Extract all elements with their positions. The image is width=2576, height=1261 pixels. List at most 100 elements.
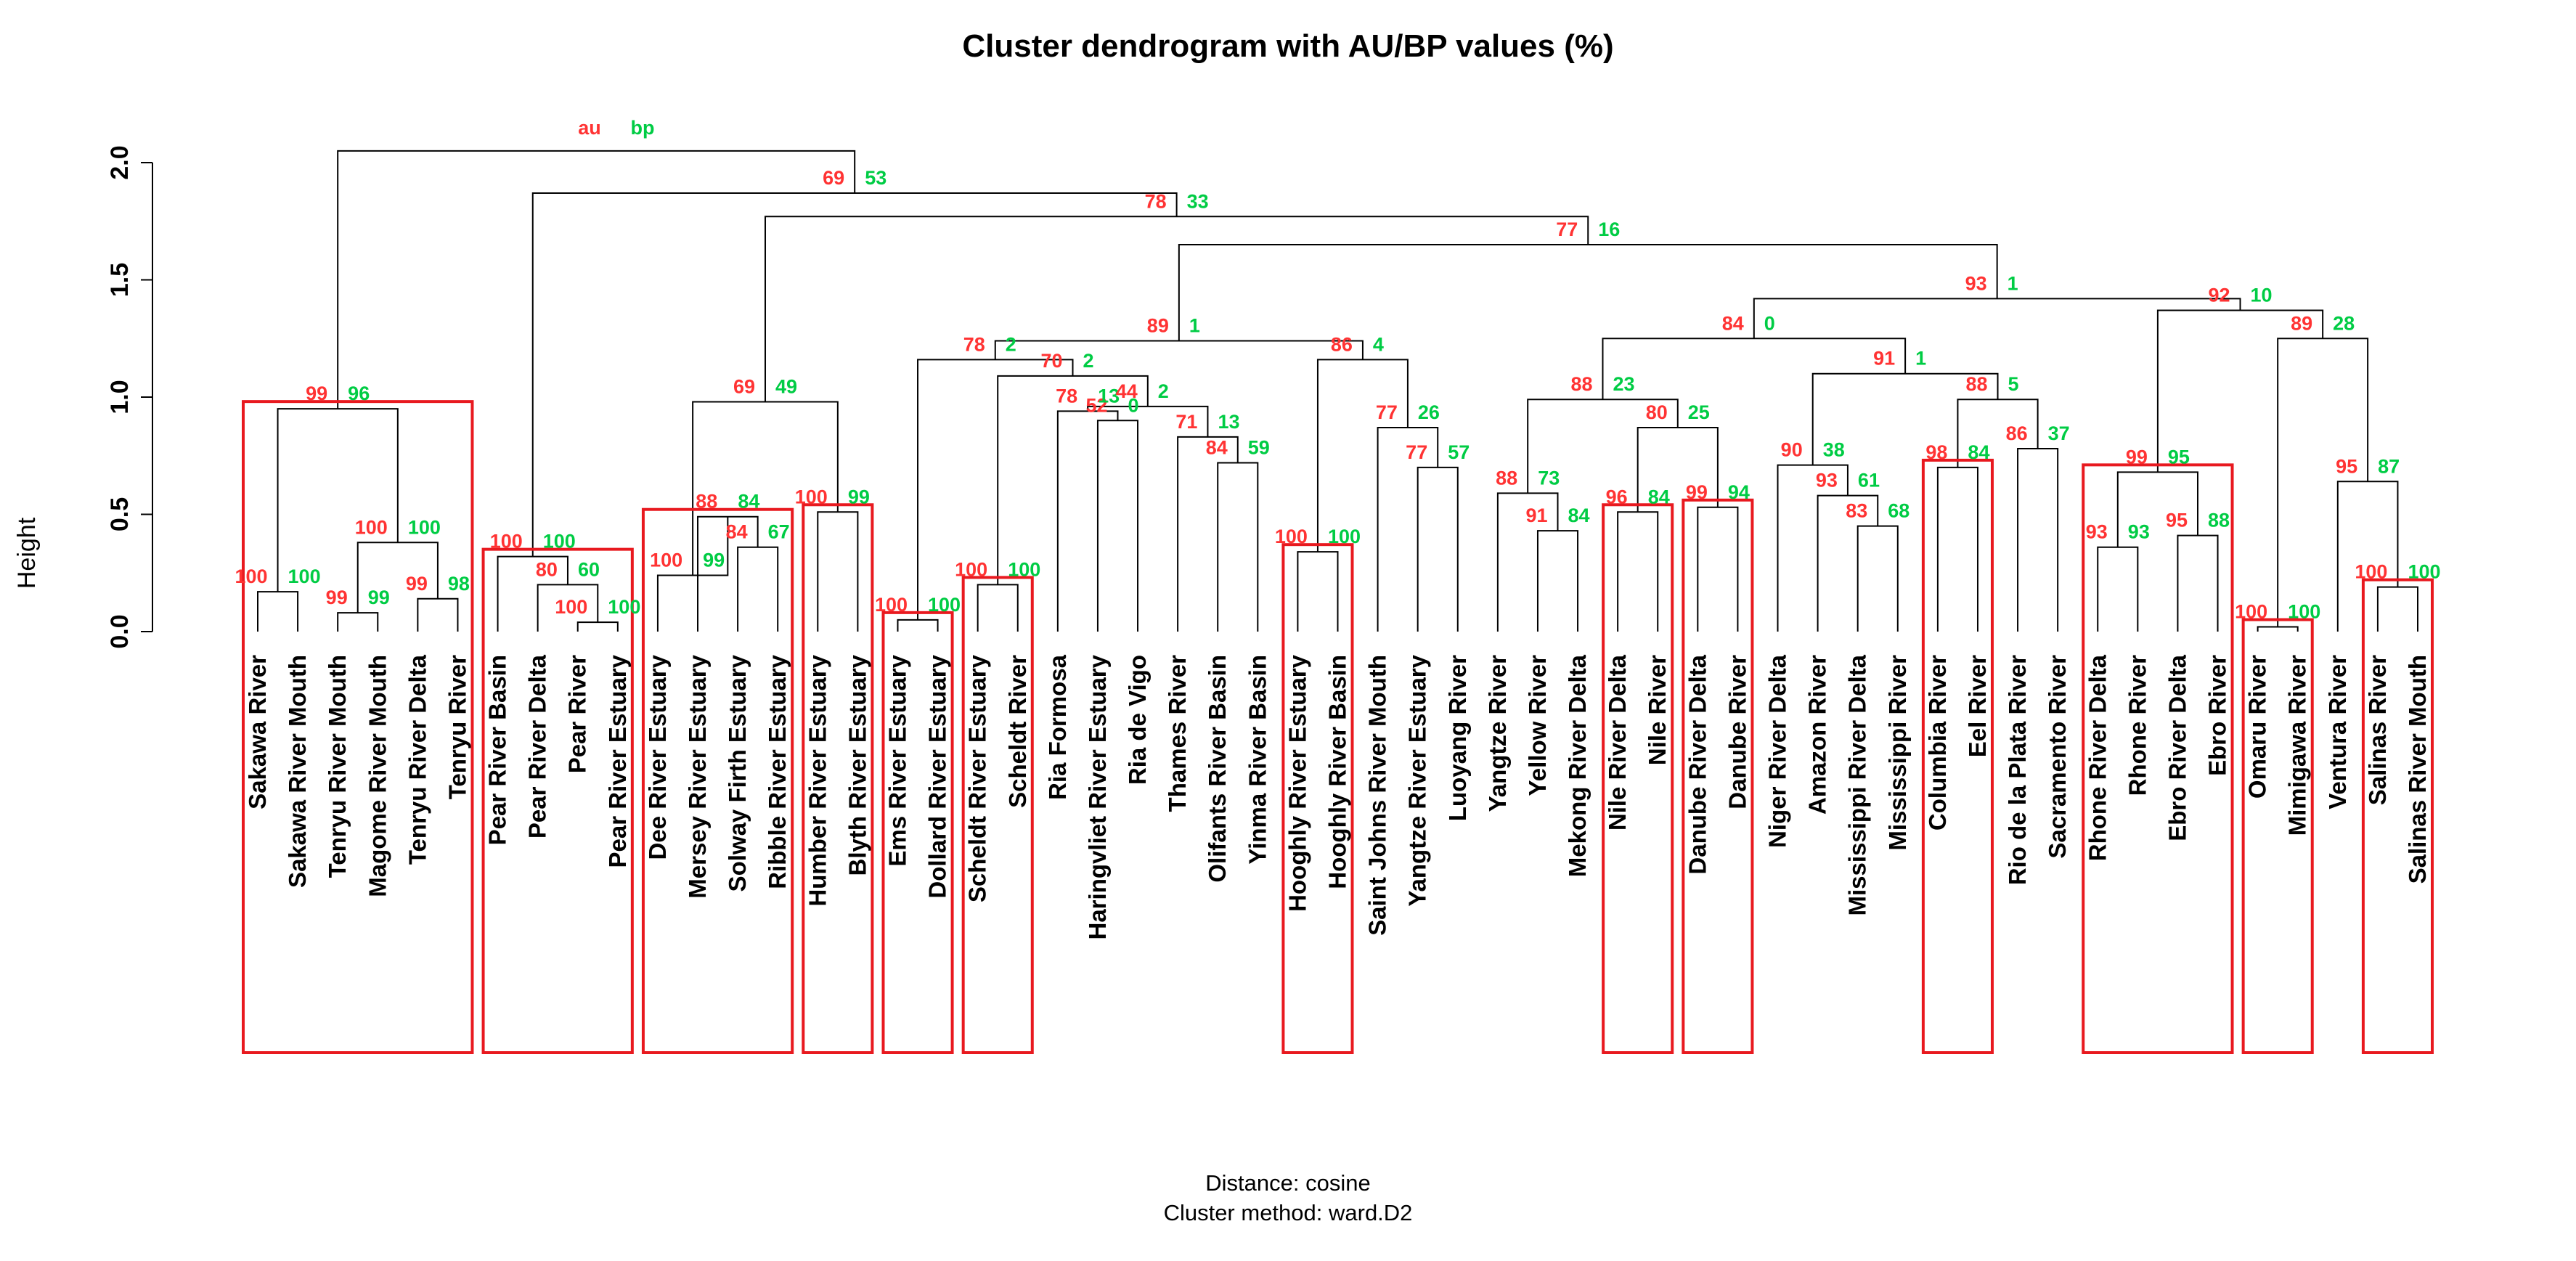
au-value: 88	[696, 491, 717, 513]
leaf-label: Solway Firth Estuary	[724, 654, 751, 891]
leaf-label: Haringvliet River Estuary	[1084, 654, 1111, 939]
au-value: 100	[1275, 526, 1308, 547]
dendrogram-link	[917, 359, 1074, 620]
bp-value: 99	[368, 587, 390, 608]
y-tick-label: 1.0	[106, 380, 134, 414]
bp-value: 1	[2008, 272, 2018, 294]
bp-value: 100	[1008, 558, 1040, 580]
dendrogram-link	[337, 612, 379, 632]
dendrogram-link	[2376, 586, 2418, 632]
bp-value: 16	[1598, 219, 1620, 240]
au-value: 100	[235, 566, 267, 587]
au-value: 71	[1175, 411, 1197, 433]
bp-value: 5	[2008, 373, 2019, 395]
au-value: 100	[2355, 561, 2387, 583]
bp-value: 93	[2128, 521, 2150, 543]
leaf-label: Ria de Vigo	[1124, 655, 1151, 785]
leaf-label: Ebro River	[2204, 655, 2231, 776]
au-value: 77	[1556, 219, 1578, 240]
leaf-label: Rio de la Plata River	[2004, 655, 2031, 885]
chart-title: Cluster dendrogram with AU/BP values (%)	[962, 28, 1613, 64]
bp-value: 33	[1187, 190, 1209, 212]
leaf-label: Dee River Estuary	[644, 654, 671, 860]
leaf-label: Mississippi River Delta	[1844, 654, 1871, 915]
au-value: 95	[2166, 510, 2188, 531]
bp-value: 100	[2408, 561, 2440, 583]
dendrogram-link	[1617, 511, 1659, 632]
bp-value: 49	[775, 375, 797, 397]
leaf-label: Yellow River	[1524, 655, 1551, 796]
leaf-label: Luoyang River	[1444, 655, 1471, 821]
au-value: 93	[1816, 470, 1838, 491]
y-axis-title: Height	[13, 517, 41, 589]
au-value: 70	[1040, 350, 1062, 372]
dendrogram-link	[1217, 462, 1259, 632]
y-tick-label: 2.0	[106, 145, 134, 179]
dendrogram-link	[277, 408, 399, 592]
au-value: 100	[490, 531, 523, 552]
au-value: 100	[650, 549, 682, 571]
au-value: 93	[1965, 272, 1987, 294]
dendrogram-link	[1602, 338, 1907, 400]
au-value: 88	[1570, 373, 1592, 395]
bp-value: 37	[2048, 423, 2070, 444]
au-value: 92	[2208, 284, 2230, 306]
au-value: 83	[1846, 500, 1867, 522]
bp-value: 98	[448, 573, 470, 595]
dendrogram-link	[1417, 466, 1459, 632]
cluster-box	[2241, 618, 2314, 1054]
leaf-label: Pear River Delta	[524, 654, 551, 838]
bp-value: 28	[2333, 312, 2355, 334]
au-value: 99	[306, 383, 327, 404]
cluster-method-label: Cluster method: ward.D2	[1164, 1200, 1413, 1225]
au-value: 99	[1686, 481, 1708, 503]
bp-value: 67	[768, 521, 790, 543]
au-value: 99	[2126, 446, 2148, 468]
dendrogram-link	[1096, 420, 1139, 632]
cluster-box	[1602, 503, 1674, 1054]
leaf-label: Nile River Delta	[1604, 654, 1631, 831]
bp-value: 60	[578, 558, 600, 580]
cluster-box	[961, 576, 1034, 1054]
leaf-label: Rhone River Delta	[2084, 654, 2111, 861]
leaf-label: Hooghly River Basin	[1324, 655, 1351, 889]
cluster-box	[481, 547, 634, 1054]
leaf-label: Scheldt River Estuary	[964, 654, 991, 902]
bp-value: 100	[1328, 526, 1361, 547]
au-value: 44	[1116, 380, 1138, 402]
au-value: 88	[1965, 373, 1987, 395]
au-value: 78	[1056, 385, 1077, 407]
bp-value: 2	[1083, 350, 1094, 372]
legend-bp: bp	[631, 117, 655, 139]
legend-au: au	[578, 117, 601, 139]
au-value: 77	[1376, 401, 1398, 423]
cluster-box	[1281, 543, 1354, 1054]
dendrogram-link	[1316, 359, 1409, 552]
bp-value: 26	[1418, 401, 1440, 423]
leaf-label: Tenryu River Delta	[404, 654, 431, 865]
dendrogram-link	[1697, 506, 1739, 632]
au-value: 99	[406, 573, 428, 595]
au-value: 96	[1606, 486, 1628, 507]
dendrogram-link	[576, 621, 619, 632]
bp-value: 88	[2208, 510, 2230, 531]
leaf-label: Tenryu River Mouth	[324, 655, 351, 878]
cluster-boxes	[242, 400, 2434, 1054]
dendrogram-link	[2277, 338, 2369, 627]
dendrogram-link	[1177, 436, 1239, 632]
bp-value: 4	[1373, 333, 1384, 355]
au-value: 99	[326, 587, 348, 608]
au-value: 100	[2235, 601, 2267, 623]
dendrogram-link	[337, 150, 856, 409]
distance-label: Distance: cosine	[1205, 1170, 1370, 1196]
bp-value: 1	[1915, 348, 1926, 370]
bp-value: 13	[1218, 411, 1239, 433]
au-value: 78	[1145, 190, 1167, 212]
dendrogram-link	[737, 546, 779, 632]
bp-value: 1	[1189, 314, 1200, 336]
bp-value: 99	[703, 549, 725, 571]
bp-value: 61	[1858, 470, 1880, 491]
dendrogram-link	[2257, 626, 2299, 632]
